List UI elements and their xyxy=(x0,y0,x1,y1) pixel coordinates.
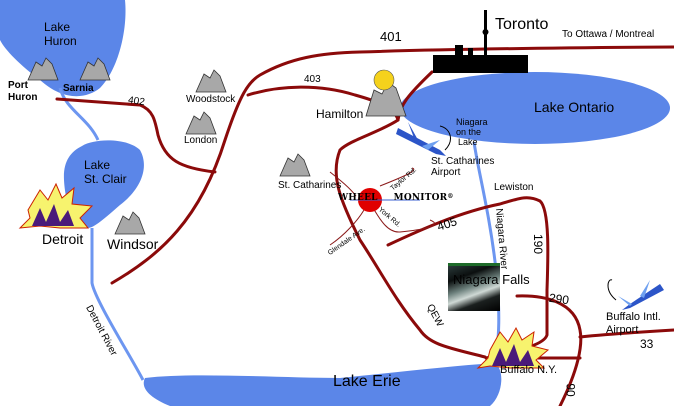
lewiston-label: Lewiston xyxy=(494,182,534,193)
niagara-otl-label-2: on the xyxy=(456,127,482,137)
highway-qew xyxy=(334,118,487,359)
lake-ontario-label: Lake Ontario xyxy=(534,99,615,115)
niagara-otl-label-3: Lake xyxy=(458,137,478,147)
woodstock-label: Woodstock xyxy=(186,94,236,105)
buffalo-burst-icon xyxy=(476,326,550,369)
highway-90-label: 90 xyxy=(563,383,578,397)
detroit-river-line xyxy=(90,228,145,381)
niagara-river-line xyxy=(472,141,501,365)
wheel-monitor-logo: WHEEL MONITOR® xyxy=(338,193,454,203)
port-huron-building-icon xyxy=(27,57,59,81)
buffalo-airplane-icon xyxy=(607,279,664,310)
highway-33 xyxy=(578,328,674,339)
windsor-label: Windsor xyxy=(107,236,159,252)
woodstock-building-icon xyxy=(195,69,227,93)
to-ottawa-montreal-label: To Ottawa / Montreal xyxy=(562,29,655,40)
highway-402-label: 402 xyxy=(127,94,146,109)
lake-huron-label-2: Huron xyxy=(44,34,77,48)
road-york xyxy=(371,205,435,233)
sarnia-label: Sarnia xyxy=(63,83,94,94)
toronto-skyline-icon xyxy=(433,10,528,73)
detroit-label: Detroit xyxy=(42,231,84,247)
lake-huron-label-1: Lake xyxy=(44,20,71,34)
highway-290-label: 290 xyxy=(548,290,570,308)
sarnia-building-icon xyxy=(79,57,111,81)
buffalo-label: Buffalo N.Y. xyxy=(500,364,558,376)
registered-mark: ® xyxy=(447,193,454,200)
lake-ontario-shape xyxy=(400,72,670,144)
detroit-burst-icon xyxy=(18,182,94,229)
london-building-icon xyxy=(185,111,217,135)
highway-402 xyxy=(55,97,217,174)
highway-190-label: 190 xyxy=(531,233,546,255)
st-catharines-airplane-icon xyxy=(396,122,451,156)
windsor-building-icon xyxy=(114,211,146,235)
st-catharines-airport-label-2: Airport xyxy=(431,167,461,178)
wheel-monitor-logo-right: MONITOR xyxy=(393,193,448,203)
port-huron-label-2: Huron xyxy=(8,92,38,103)
st-catharines-label: St. Catharines xyxy=(278,180,342,191)
st-catharines-airport-label-1: St. Catharines xyxy=(431,156,495,167)
toronto-label: Toronto xyxy=(495,16,549,33)
highway-401-label: 401 xyxy=(380,29,402,44)
london-label: London xyxy=(184,135,218,146)
highway-33-label: 33 xyxy=(640,337,654,351)
lake-erie-label: Lake Erie xyxy=(333,373,401,390)
niagara-falls-label: Niagara Falls xyxy=(453,272,530,287)
hamilton-label: Hamilton xyxy=(316,107,364,121)
highway-403-label: 403 xyxy=(304,74,321,85)
lake-st-clair-label-1: Lake xyxy=(84,158,111,172)
buffalo-airport-label-1: Buffalo Intl. xyxy=(606,311,661,323)
niagara-falls-photo xyxy=(448,263,500,311)
st-clair-river xyxy=(58,87,100,141)
st-catharines-building-icon xyxy=(279,153,311,177)
road-feeder xyxy=(329,171,357,197)
highway-290 xyxy=(515,294,583,406)
lake-erie-shape xyxy=(143,363,502,406)
highway-401 xyxy=(110,45,674,285)
niagara-otl-label-1: Niagara xyxy=(456,117,488,127)
road-glendale xyxy=(329,209,365,246)
lake-st-clair-label-2: St. Clair xyxy=(84,172,127,186)
port-huron-label-1: Port xyxy=(8,80,28,91)
wheel-monitor-logo-left: WHEEL xyxy=(338,193,378,203)
road-taylor xyxy=(379,167,415,187)
hamilton-sun-icon xyxy=(373,69,395,91)
buffalo-airport-label-2: Airport xyxy=(606,324,639,336)
